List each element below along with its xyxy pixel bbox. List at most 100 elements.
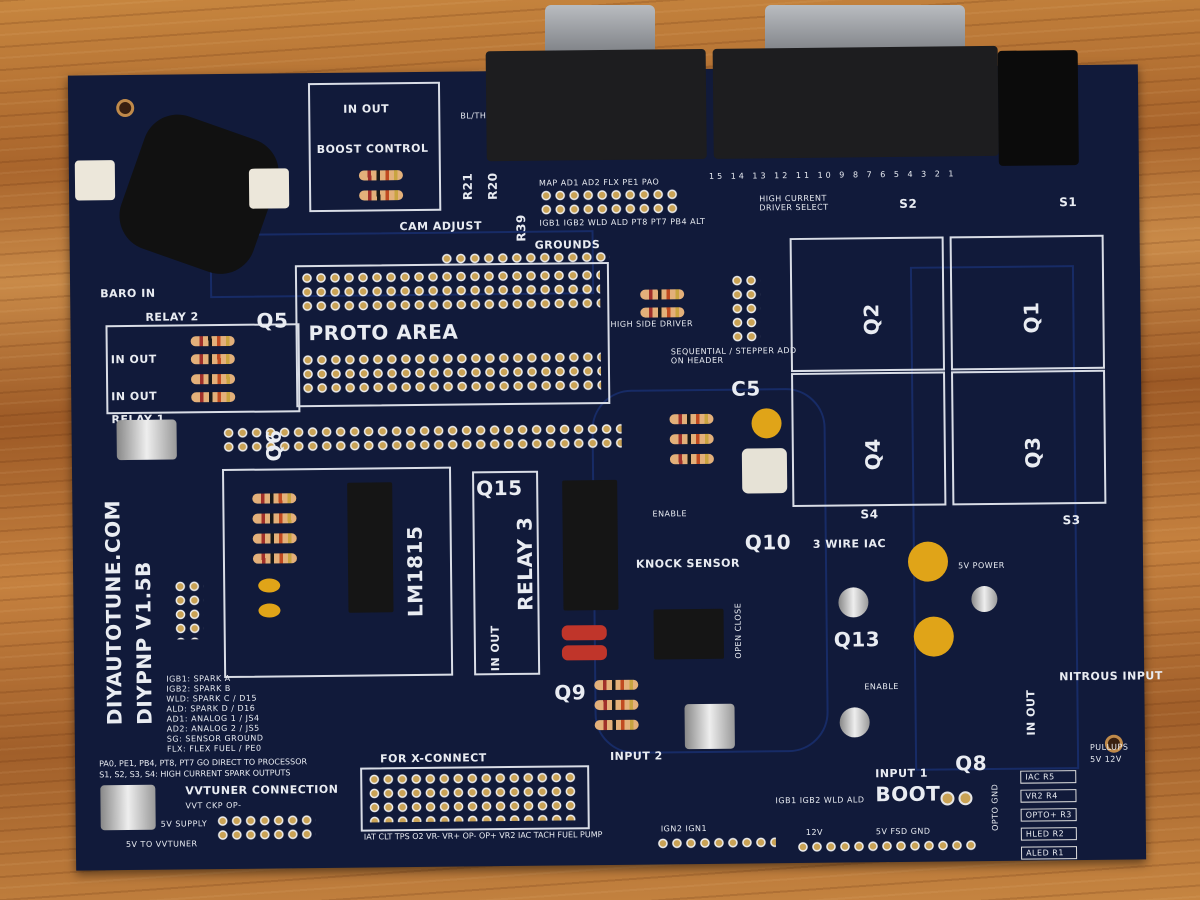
r39-label: R39 (514, 214, 529, 242)
pullup-volts-label: 5V 12V (1090, 754, 1122, 764)
enable-label-2: ENABLE (864, 681, 899, 692)
model-label: DIYPNP V1.5B (130, 561, 157, 725)
resistor (252, 533, 297, 544)
resistor (252, 553, 297, 564)
header-bottom-label: IGB1 IGB2 WLD ALD PT8 PT7 PB4 ALT (539, 216, 706, 228)
q3-label: Q3 (1020, 436, 1045, 469)
three-wire-iac-label: 3 WIRE IAC (812, 537, 887, 551)
nitrous-input-label: NITROUS INPUT (1059, 669, 1163, 684)
standoff (839, 707, 870, 738)
5v-power-label: 5V POWER (958, 560, 1005, 571)
supply-label: 5V SUPPLY (160, 819, 208, 829)
high-side-driver-label: HIGH SIDE DRIVER (610, 319, 694, 329)
resistor (669, 433, 714, 445)
r21-label: R21 (460, 172, 475, 201)
legend-1: IGB2: SPARK B (166, 683, 231, 694)
note-direct: PA0, PE1, PB4, PT8, PT7 GO DIRECT TO PRO… (99, 757, 308, 769)
s2-label: S2 (899, 196, 918, 211)
db15-connector (712, 45, 999, 159)
proto-area-label: PROTO AREA (308, 319, 459, 346)
ic-chip (653, 608, 725, 660)
s3-label: S3 (1062, 513, 1081, 528)
capacitor (561, 625, 607, 641)
header-top-label: MAP AD1 AD2 FLX PE1 PAO (538, 177, 660, 188)
resistor (594, 679, 639, 691)
pins-bottom-label: IGB1 IGB2 WLD ALD (775, 795, 865, 806)
q6-label: Q6 (261, 429, 286, 462)
capacitor (913, 616, 954, 657)
resistor (358, 170, 403, 181)
lm1815-chip (347, 482, 394, 613)
pullup-table: IAC R5 VR2 R4 OPTO+ R3 HLED R2 ALED R1 (1020, 770, 1078, 866)
boot-jumper-pad[interactable] (958, 791, 973, 806)
sensor-standoff (248, 168, 290, 209)
to-vvtuner-label: 5V TO VVTUNER (125, 839, 198, 850)
vvtuner-header[interactable] (215, 813, 316, 843)
pullup-row[interactable]: VR2 R4 (1020, 789, 1077, 803)
input1-label: INPUT 1 (875, 766, 929, 781)
db9-connector (485, 48, 707, 162)
pullup-row[interactable]: ALED R1 (1020, 846, 1078, 860)
resistor (594, 719, 639, 731)
open-close-label: OPEN CLOSE (733, 602, 744, 659)
input2-label: INPUT 2 (609, 749, 663, 763)
capacitor (561, 645, 608, 661)
q4-label: Q4 (860, 438, 886, 471)
baro-in-label: BARO IN (100, 286, 156, 301)
high-current-label: HIGH CURRENT DRIVER SELECT (759, 193, 829, 213)
knock-trim-pot[interactable] (741, 448, 788, 494)
relay3-in-out: IN OUT (488, 625, 503, 672)
db-pin-numbers: 15 14 13 12 11 10 9 8 7 6 5 4 3 2 1 (708, 169, 957, 181)
pins-bottom2-label: 5V FSD GND (875, 826, 931, 837)
resistor (252, 493, 297, 504)
standoff (116, 419, 177, 461)
legend-6: SG: SENSOR GROUND (166, 733, 264, 744)
capacitor (907, 541, 949, 582)
pcb-board: BARO IN IN OUT BOOST CONTROL CAM ADJUST … (67, 45, 1163, 871)
q8-label: Q8 (954, 751, 988, 776)
ic-chip (562, 479, 619, 611)
q1-label: Q1 (1019, 301, 1044, 334)
legend-7: FLX: FLEX FUEL / PE0 (166, 743, 262, 754)
resistor (191, 373, 236, 385)
resistor (669, 413, 714, 425)
sequential-header[interactable] (729, 273, 761, 344)
q10-label: Q10 (744, 530, 792, 555)
db9-shell (545, 5, 655, 55)
pullup-row[interactable]: HLED R2 (1020, 827, 1078, 841)
resistor (190, 353, 235, 365)
c5-label: C5 (731, 376, 761, 401)
boot-jumper-pad[interactable] (940, 791, 955, 806)
q9-label: Q9 (554, 680, 587, 705)
enable-label: ENABLE (652, 509, 688, 519)
in-out-label: IN OUT (343, 102, 390, 116)
pullup-row[interactable]: IAC R5 (1020, 770, 1077, 784)
boot-label: BOOT (875, 781, 941, 807)
legend-3: ALD: SPARK D / D16 (166, 703, 256, 714)
s1-label: S1 (1059, 195, 1078, 210)
q5-label: Q5 (256, 308, 289, 333)
for-xconnect-label: FOR X-CONNECT (379, 751, 487, 766)
mount-hole (116, 98, 135, 118)
legend-4: AD1: ANALOG 1 / JS4 (166, 713, 260, 724)
resistor (191, 391, 236, 403)
q2-label: Q2 (859, 303, 884, 336)
legend-5: AD2: ANALOG 2 / JS5 (166, 723, 260, 734)
c5-capacitor (751, 408, 782, 439)
knock-sensor-label: KNOCK SENSOR (635, 556, 740, 571)
relay2-label: RELAY 2 (145, 310, 199, 324)
opto-gnd-label: OPTO GND (990, 783, 1000, 832)
bl-th-label: BL/TH (460, 111, 487, 121)
ign-header[interactable] (655, 835, 777, 851)
resistor (594, 699, 639, 711)
ign-label: IGN2 IGN1 (660, 823, 708, 834)
sensor-standoff (74, 160, 116, 201)
resistor (190, 335, 235, 347)
bottom-header[interactable] (795, 838, 977, 855)
q13-label: Q13 (833, 627, 881, 652)
pullup-row[interactable]: OPTO+ R3 (1020, 808, 1077, 822)
xconnect-header[interactable] (367, 770, 578, 823)
nitrous-in-out: IN OUT (1024, 689, 1038, 736)
vvt-pins-label: VVT CKP OP- (185, 800, 242, 811)
io-header[interactable] (539, 187, 680, 217)
